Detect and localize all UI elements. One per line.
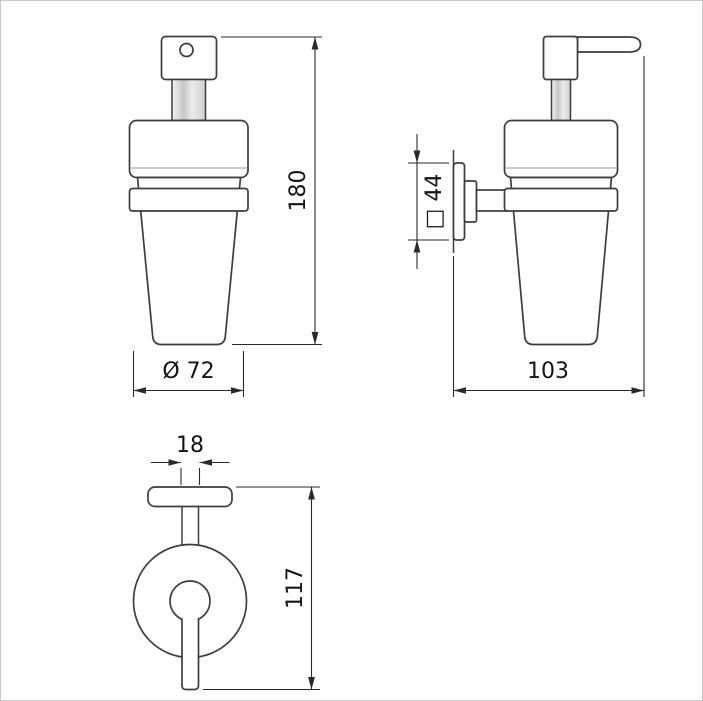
dim-label-rosette: □ 44 — [422, 174, 447, 230]
arrowhead-icon — [308, 677, 315, 690]
dispenser-cap — [503, 119, 619, 179]
dim-arm-width: 18 — [151, 433, 230, 485]
dim-label-arm-width: 18 — [176, 433, 204, 458]
bracket-collar — [463, 180, 478, 223]
glass-body — [509, 176, 613, 346]
arrowhead-icon — [199, 459, 212, 466]
spout-plan — [181, 619, 200, 691]
arrowhead-icon — [453, 387, 466, 394]
dim-label-depth: 103 — [527, 359, 569, 384]
arrowhead-icon — [168, 459, 181, 466]
bracket-arm — [475, 189, 508, 212]
dim-label-diameter: Ø 72 — [162, 359, 214, 384]
wall-plate — [452, 162, 466, 241]
dim-total-depth: 117 — [203, 486, 320, 691]
arrowhead-icon — [308, 487, 315, 500]
arrowhead-icon — [133, 387, 146, 394]
dim-label-height: 180 — [286, 170, 311, 212]
pump-body — [542, 35, 579, 81]
holder-ring-band — [128, 187, 249, 212]
pump-head — [160, 35, 218, 81]
pump-top-circle — [169, 580, 211, 622]
glass-body — [136, 176, 242, 346]
pump-neck — [550, 78, 572, 122]
dim-height: 180 — [221, 36, 322, 346]
mount-bar — [147, 486, 233, 508]
arrowhead-icon — [631, 387, 644, 394]
dispenser-cap — [128, 119, 249, 179]
arrowhead-icon — [231, 387, 244, 394]
arrowhead-icon — [413, 240, 421, 253]
dim-depth: 103 — [452, 56, 645, 397]
arrowhead-icon — [311, 37, 319, 50]
arrowhead-icon — [311, 332, 319, 345]
pump-neck — [171, 78, 207, 122]
side-view — [452, 35, 642, 346]
plan-view — [132, 486, 248, 691]
arrowhead-icon — [413, 150, 421, 163]
dim-label-total-depth: 117 — [283, 567, 308, 609]
holder-ring-band — [503, 187, 619, 212]
pump-spout-arm — [576, 36, 642, 53]
dim-diameter: Ø 72 — [132, 351, 245, 397]
dim-rosette: □ 44 — [408, 134, 449, 269]
pump-spout-opening — [179, 42, 194, 58]
front-view — [128, 35, 249, 346]
